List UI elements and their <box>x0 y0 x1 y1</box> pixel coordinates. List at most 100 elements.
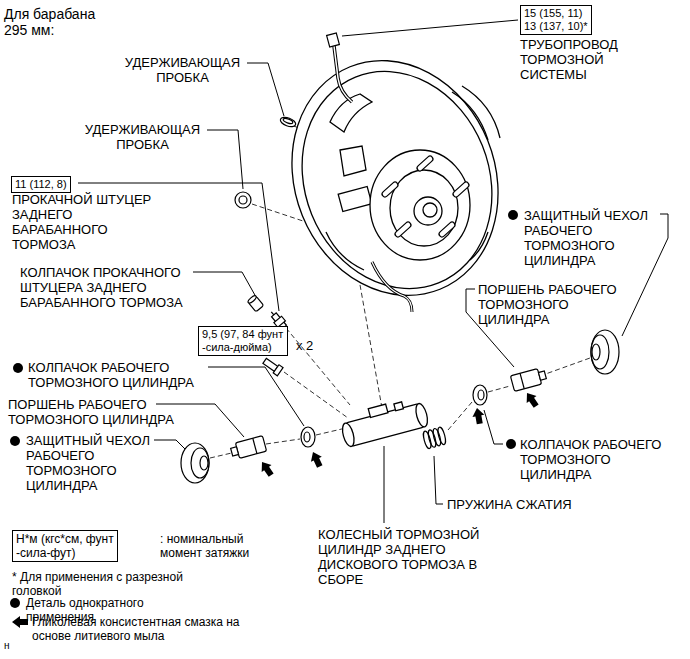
plug <box>235 116 297 208</box>
torque-box: Н*м (кгс*см, фунт -сила-фут) <box>12 530 118 562</box>
part-label: КОЛПАЧОК РАБОЧЕГО ТОРМОЗНОГО ЦИЛИНДРА <box>28 360 250 390</box>
cylinder-piston <box>230 367 548 460</box>
bleeder-parts <box>247 295 257 304</box>
brake-pipe <box>372 262 412 312</box>
wheel-cylinder <box>338 395 429 448</box>
compression-spring <box>422 430 432 449</box>
hub <box>442 225 452 234</box>
non-reusable-dot <box>508 210 518 220</box>
wheel-cylinder <box>414 402 430 428</box>
grease-arrow <box>522 390 541 410</box>
diagram-title: Для барабана 295 мм: <box>4 6 116 38</box>
plug <box>235 192 251 208</box>
cylinder-cup <box>301 427 315 447</box>
compression-spring <box>432 428 442 447</box>
hub <box>442 225 452 234</box>
backing-plate <box>462 86 500 138</box>
backing-plate <box>340 146 366 176</box>
hub <box>420 159 430 168</box>
dust-boot <box>592 344 600 360</box>
plug <box>283 117 294 124</box>
cylinder-piston <box>231 447 239 456</box>
torque-box: 11 (112, 8) <box>11 176 71 193</box>
non-reusable-dot <box>10 436 20 446</box>
part-label: ПРОКАЧНОЙ ШТУЦЕР ЗАДНЕГО БАРАБАННОГО ТОР… <box>12 192 162 252</box>
part-label: н <box>4 640 24 652</box>
legend-text: Гликолевая консистентная смазка на основ… <box>32 615 272 643</box>
cylinder-cup <box>473 385 487 405</box>
bleeder-parts <box>273 365 283 376</box>
leader-line <box>384 446 385 523</box>
plug <box>279 116 297 129</box>
assembly-line <box>266 439 300 444</box>
part-label: x 2 <box>296 338 336 353</box>
cylinder-cup <box>301 385 487 447</box>
torque-value: Н*м (кгс*см, фунт -сила-фут) <box>16 532 114 560</box>
backing-plate <box>470 232 488 260</box>
brake-pipe <box>334 46 352 102</box>
backing-plate <box>326 232 364 270</box>
wheel-cylinder <box>345 404 425 447</box>
part-label: КОЛЕСНЫЙ ТОРМОЗНОЙ ЦИЛИНДР ЗАДНЕГО ДИСКО… <box>318 527 496 587</box>
cylinder-piston <box>253 438 257 453</box>
leader-line <box>247 63 284 116</box>
assembly-line <box>286 328 350 405</box>
cylinder-cup <box>304 432 310 442</box>
part-label: ПОРШЕНЬ РАБОЧЕГО ТОРМОЗНОГО ЦИЛИНДРА <box>8 397 200 427</box>
dust-boot <box>191 448 209 478</box>
cylinder-piston <box>235 436 266 459</box>
hub <box>414 197 442 225</box>
non-reusable-dot <box>13 363 23 373</box>
leader-line <box>622 214 668 336</box>
assembly-line <box>488 386 510 392</box>
leader-line <box>207 130 243 189</box>
torque-box: 9,5 (97, 84 фунт -сила-дюйма) <box>198 326 288 356</box>
legend-text: : номинальный момент затяжки <box>160 532 272 560</box>
torque-value: 15 (155, 11) <box>524 7 588 20</box>
assembly-line <box>448 402 472 430</box>
cylinder-cup <box>478 390 484 400</box>
torque-box: 15 (155, 11)13 (137, 10)* <box>520 5 592 35</box>
dust-boot <box>200 456 208 470</box>
hub <box>423 203 437 217</box>
hub <box>420 159 430 168</box>
part-label: ПРУЖИНА СЖАТИЯ <box>447 497 597 512</box>
brake-pipe <box>372 262 412 312</box>
grease-arrow <box>257 459 276 479</box>
part-label: УДЕРЖИВАЮЩАЯ ПРОБКА <box>80 122 205 152</box>
part-label: УДЕРЖИВАЮЩАЯ ПРОБКА <box>120 55 245 85</box>
cylinder-piston <box>230 436 267 460</box>
non-reusable-dot <box>10 598 20 608</box>
compression-spring <box>427 429 437 448</box>
cylinder-piston <box>520 373 524 388</box>
brake-pipe <box>327 33 412 312</box>
leader-line <box>193 272 256 297</box>
part-label: ЗАЩИТНЫЙ ЧЕХОЛ РАБОЧЕГО ТОРМОЗНОГО ЦИЛИН… <box>524 208 656 268</box>
hub <box>398 225 408 234</box>
hub <box>398 225 408 234</box>
dust-boot <box>591 335 609 369</box>
part-label: ПОРШЕНЬ РАБОЧЕГО ТОРМОЗНОГО ЦИЛИНДРА <box>478 282 628 327</box>
grease-arrow <box>12 616 28 628</box>
bleeder-parts <box>247 295 264 312</box>
compression-spring <box>437 426 447 445</box>
hub <box>370 150 470 260</box>
wheel-cylinder <box>394 402 404 411</box>
brake-pipe <box>327 33 340 47</box>
leader-line <box>208 367 304 426</box>
non-reusable-dot <box>506 439 516 449</box>
leader-line <box>342 20 518 36</box>
hub <box>390 170 458 246</box>
dust-boot <box>591 330 619 374</box>
hub <box>385 185 395 194</box>
torque-value: 9,5 (97, 84 фунт -сила-дюйма) <box>202 328 284 354</box>
hub <box>456 185 466 194</box>
cylinder-piston <box>510 367 547 391</box>
wheel-cylinder <box>368 404 388 417</box>
leader-line <box>434 456 443 504</box>
assembly-line <box>316 428 346 435</box>
assembly-line <box>284 372 348 418</box>
part-label: ТРУБОПРОВОД ТОРМОЗНОЙ СИСТЕМЫ <box>520 37 650 82</box>
brake-pipe <box>334 46 352 102</box>
part-label: * Для применения с разрезной головкой <box>12 570 212 598</box>
